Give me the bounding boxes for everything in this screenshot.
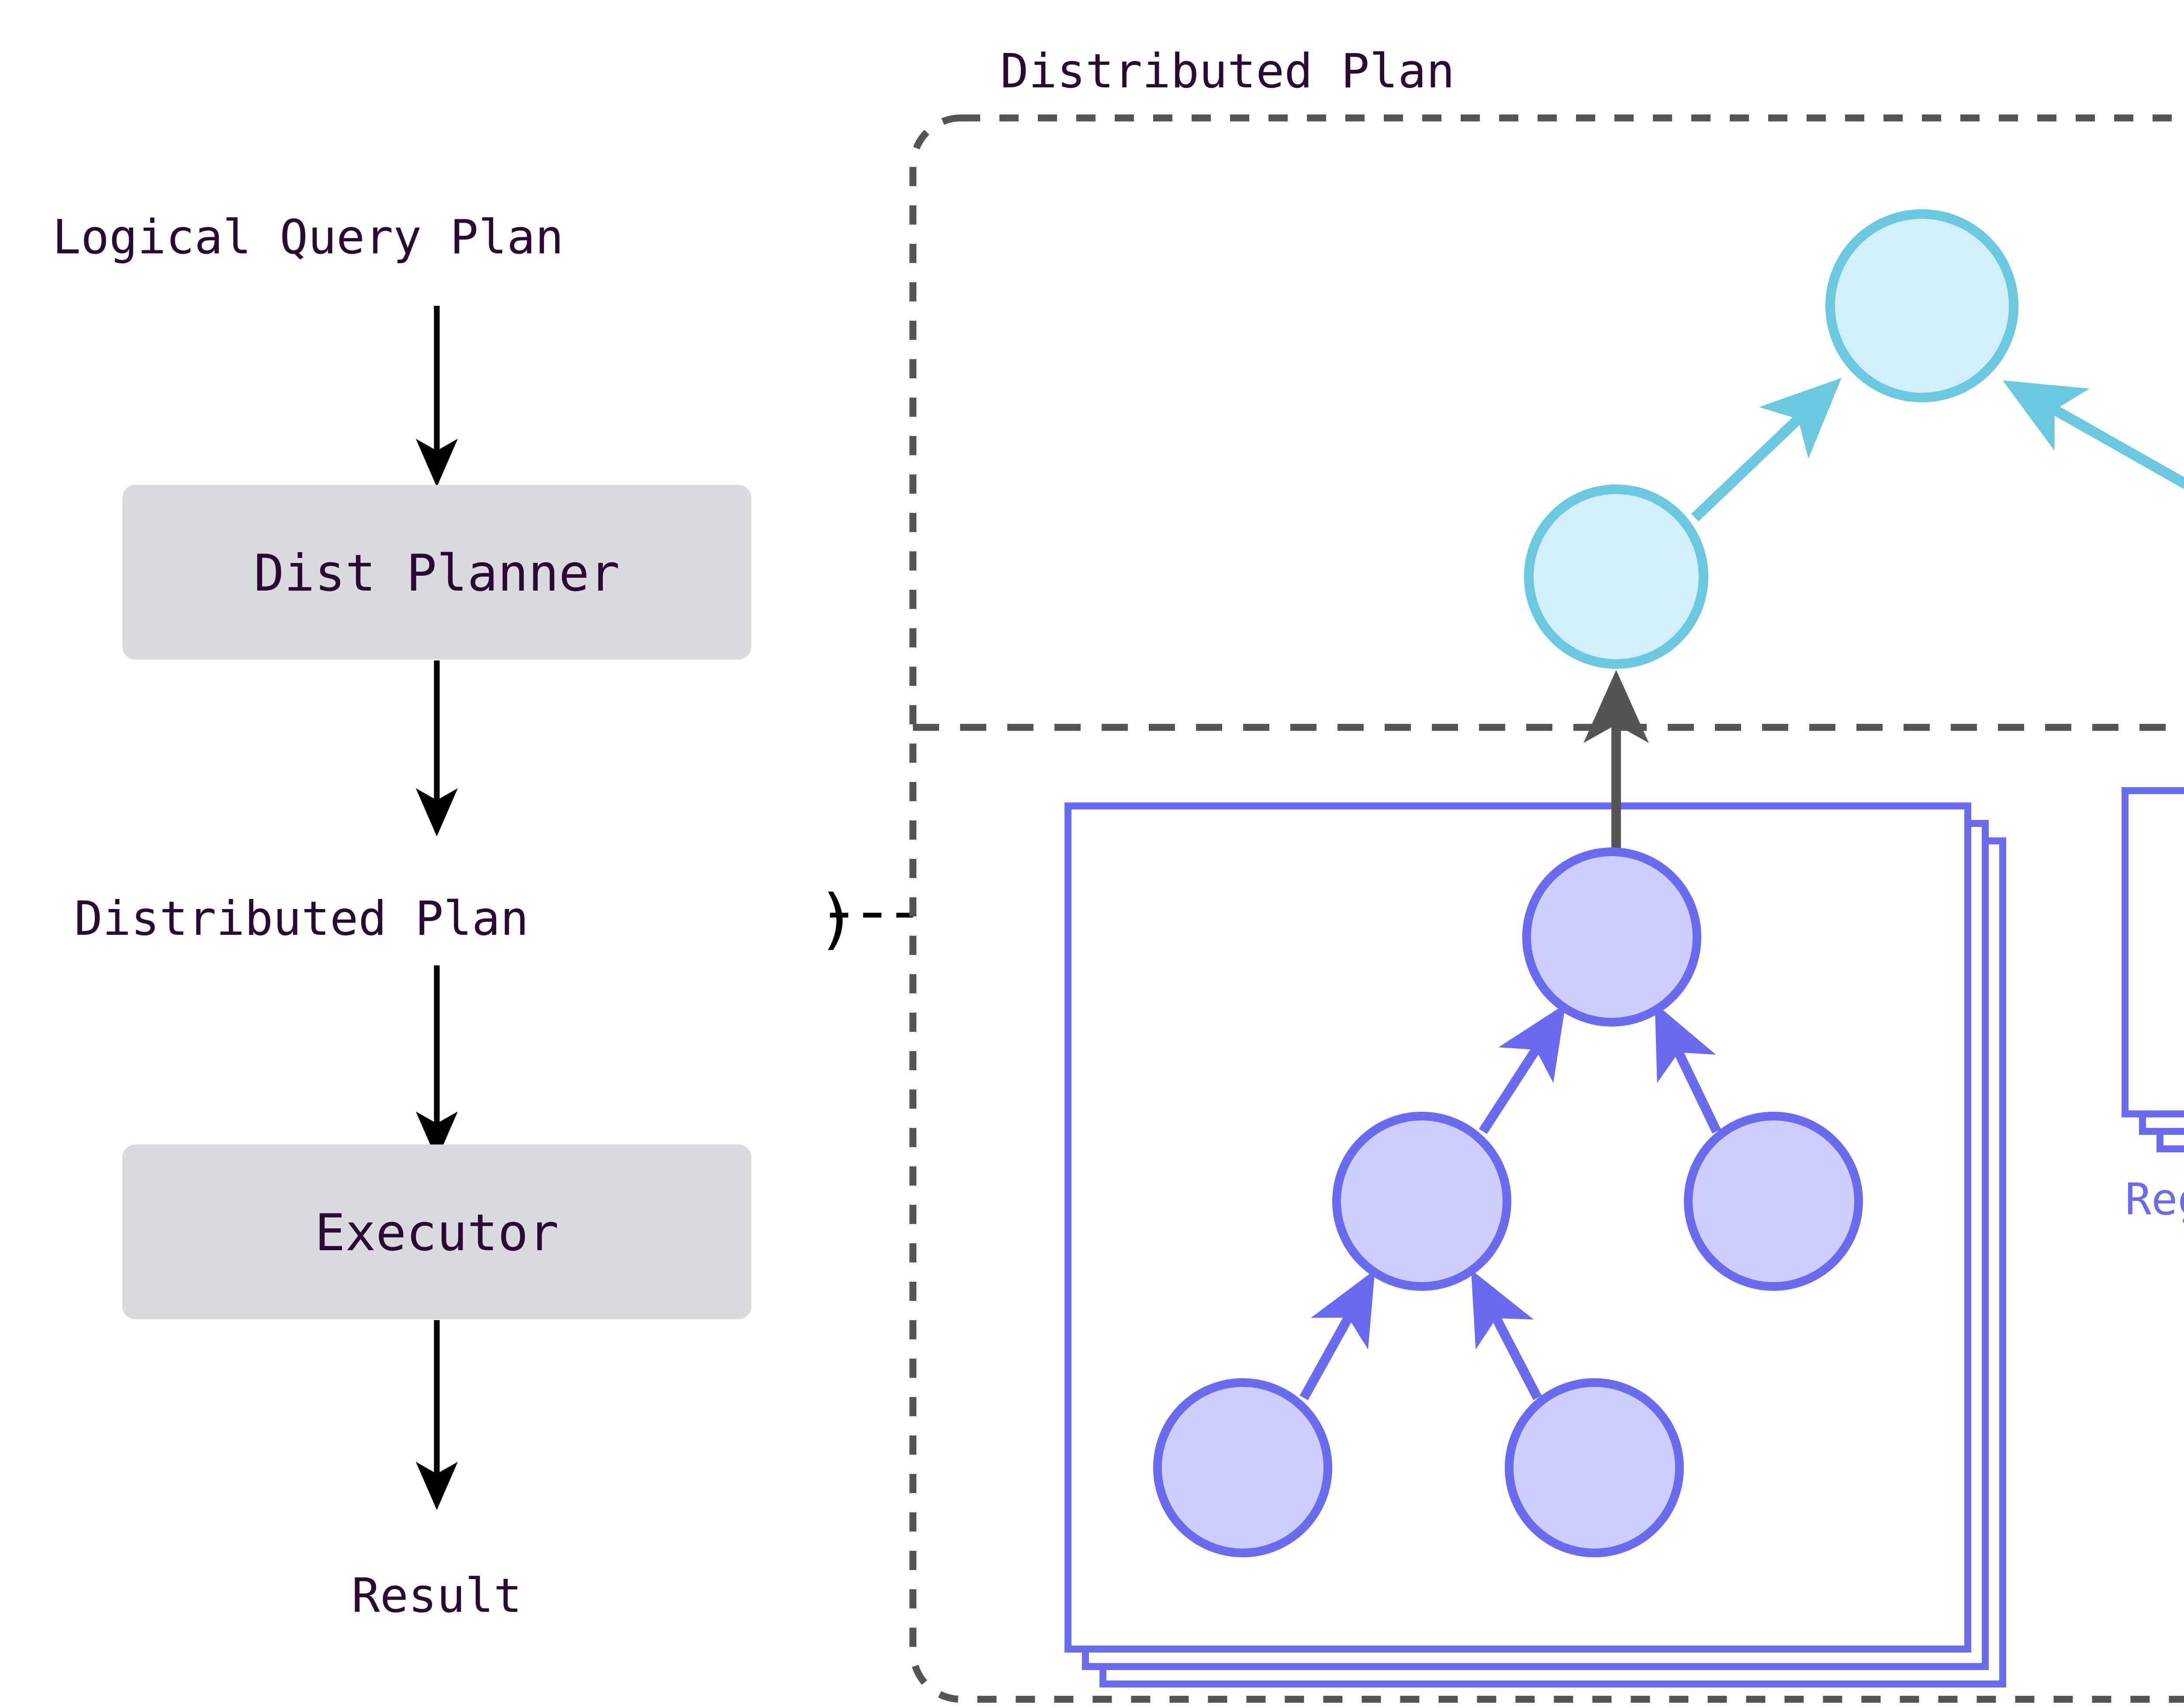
frontend-nodes — [1524, 209, 2018, 669]
dist-planner-box[interactable] — [122, 485, 751, 660]
result-label: Result — [352, 1569, 522, 1623]
frontend-node-left[interactable] — [1524, 484, 1708, 669]
executor-label: Executor — [315, 1203, 559, 1262]
region-right-stack-front[interactable] — [2122, 787, 2184, 1117]
datanode-edges — [1299, 1003, 1721, 1400]
datanode-node-left-right[interactable] — [1684, 1112, 1863, 1291]
datanode-nodes — [1153, 847, 1863, 1557]
cross-stage-arrows — [1583, 670, 1649, 867]
edge-feleft-to-feroot — [1691, 378, 1842, 522]
dist-planner-label: Dist Planner — [254, 544, 620, 603]
datanode-node-left-root[interactable] — [1522, 847, 1701, 1027]
distributed-plan-mid-label: Distributed Plan — [74, 892, 529, 946]
edge-dnlmid-to-dnlroot — [1479, 1003, 1566, 1134]
distributed-plan-container-group: Distributed Plan Frontend Stage Datanode… — [909, 44, 2184, 1703]
executor-box[interactable] — [122, 1144, 751, 1319]
frontend-node-root[interactable] — [1825, 209, 2018, 402]
frontend-edges — [1691, 378, 2184, 522]
edge-feright-to-feroot — [2002, 380, 2184, 489]
datanode-node-left-leaf-b[interactable] — [1505, 1378, 1684, 1557]
edge-dnlleafB-to-dnlmid — [1471, 1269, 1542, 1400]
distributed-plan-container — [909, 114, 2184, 1703]
left-flow-column: Logical Query Plan Dist Planner Distribu… — [52, 210, 913, 1623]
datanode-node-left-leaf-a[interactable] — [1153, 1378, 1332, 1557]
datanode-node-left-mid[interactable] — [1332, 1112, 1511, 1291]
distributed-plan-title: Distributed Plan — [1000, 44, 1455, 99]
edge-dnlright-to-dnlroot — [1655, 1003, 1721, 1134]
edge-dnlleafA-to-dnlmid — [1299, 1269, 1375, 1400]
brace-glyph: ) — [817, 881, 856, 957]
logical-query-plan-label: Logical Query Plan — [52, 210, 563, 265]
regions-label: Regions — [2125, 1174, 2184, 1225]
